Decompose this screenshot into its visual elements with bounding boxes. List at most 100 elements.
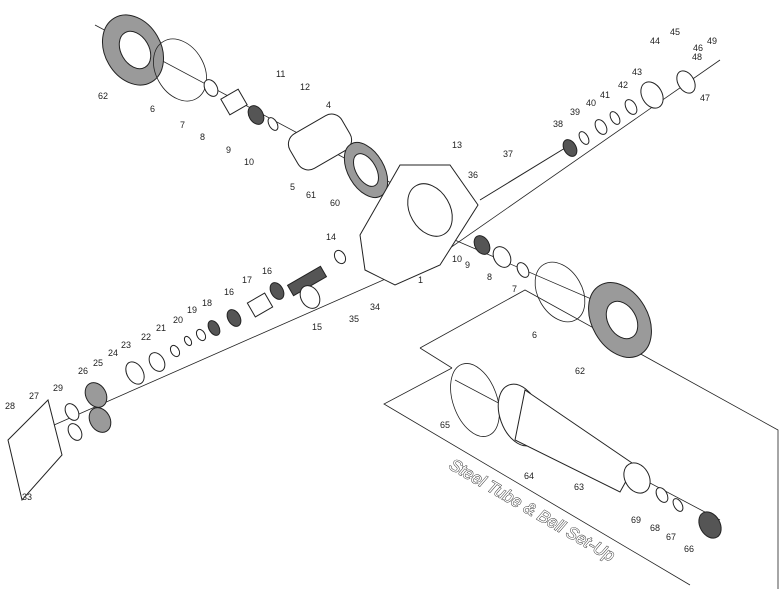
- callout-27: 27: [29, 391, 39, 401]
- callout-22: 22: [141, 332, 151, 342]
- callout-35: 35: [349, 314, 359, 324]
- flange-62-right: [588, 282, 652, 358]
- callout-37: 37: [503, 149, 513, 159]
- callout-16-2: 16: [224, 287, 234, 297]
- callout-9: 9: [226, 145, 231, 155]
- callout-36: 36: [468, 170, 478, 180]
- bearing-cone-9-upper: [247, 105, 265, 125]
- bearing-38: [562, 139, 578, 157]
- callout-62-2: 62: [575, 366, 585, 376]
- bearing-15: [299, 285, 321, 309]
- callout-42: 42: [618, 80, 628, 90]
- callout-7: 7: [180, 120, 185, 130]
- callout-39: 39: [570, 107, 580, 117]
- callout-13: 13: [452, 140, 462, 150]
- seal-21: [169, 344, 181, 358]
- seal-66: [698, 511, 722, 539]
- callout-1: 1: [418, 275, 423, 285]
- callout-47: 47: [700, 93, 710, 103]
- washer-10-upper: [267, 117, 279, 131]
- carrier-housing-1: [359, 164, 479, 286]
- flange-62-upper: [102, 14, 164, 86]
- axle-shaft-37: [479, 144, 571, 201]
- bearing-16-lower: [226, 309, 242, 327]
- callout-23: 23: [121, 340, 131, 350]
- ring-41: [609, 111, 621, 125]
- bearing-cup-8-right: [492, 246, 512, 268]
- ring-68: [655, 487, 669, 503]
- gear-26-upper: [84, 382, 108, 408]
- callout-46: 46: [693, 43, 703, 53]
- callout-28: 28: [5, 401, 15, 411]
- callout-26: 26: [78, 366, 88, 376]
- callout-49: 49: [707, 36, 717, 46]
- ring-19: [195, 328, 207, 342]
- callout-4: 4: [326, 100, 331, 110]
- callout-6: 6: [150, 104, 155, 114]
- callout-66: 66: [684, 544, 694, 554]
- yoke-43: [640, 81, 664, 109]
- gear-26-lower: [88, 407, 112, 433]
- gasket-65: [450, 363, 500, 437]
- callout-10: 10: [244, 157, 254, 167]
- callout-11: 11: [276, 69, 285, 79]
- callout-65: 65: [440, 420, 450, 430]
- bearing-22: [148, 352, 166, 372]
- flange-47: [676, 70, 696, 94]
- spacer-17: [246, 292, 274, 318]
- seal-7-right: [516, 262, 530, 278]
- callout-17: 17: [242, 275, 252, 285]
- ring-40: [594, 119, 608, 135]
- callout-60: 60: [330, 198, 340, 208]
- callout-40: 40: [586, 98, 596, 108]
- callout-9-2: 9: [465, 260, 470, 270]
- callout-15: 15: [312, 322, 322, 332]
- seal-42: [624, 99, 638, 115]
- seal-7-upper: [203, 79, 219, 97]
- cover-28: [7, 399, 63, 502]
- bearing-29: [64, 403, 83, 441]
- plate-23: [125, 361, 145, 385]
- callout-7-2: 7: [512, 284, 517, 294]
- bearing-9-right: [473, 235, 491, 255]
- callout-8: 8: [200, 132, 205, 142]
- callout-labels: 1456677889910101112131415161617181920212…: [5, 27, 717, 554]
- callout-62: 62: [98, 91, 108, 101]
- callout-44: 44: [650, 36, 660, 46]
- callout-61: 61: [306, 190, 316, 200]
- callout-16: 16: [262, 266, 272, 276]
- callout-24: 24: [108, 348, 118, 358]
- callout-8-2: 8: [487, 272, 492, 282]
- bearing-16-upper: [269, 282, 285, 300]
- callout-69: 69: [631, 515, 641, 525]
- callout-25: 25: [93, 358, 103, 368]
- callout-33: 33: [22, 492, 32, 502]
- callout-20: 20: [173, 315, 183, 325]
- ring-67: [672, 498, 684, 512]
- callout-43: 43: [632, 67, 642, 77]
- callout-10-2: 10: [452, 254, 462, 264]
- callout-34: 34: [370, 302, 380, 312]
- callout-48: 48: [692, 52, 702, 62]
- callout-5: 5: [290, 182, 295, 192]
- bearing-cup-8-upper: [220, 88, 248, 116]
- callout-21: 21: [156, 323, 166, 333]
- gasket-6-upper: [153, 38, 207, 102]
- callout-6-2: 6: [532, 330, 537, 340]
- callout-45: 45: [670, 27, 680, 37]
- callout-63: 63: [574, 482, 584, 492]
- callout-41: 41: [600, 90, 610, 100]
- callout-18: 18: [202, 298, 212, 308]
- gasket-6-right: [534, 261, 586, 323]
- callout-68: 68: [650, 523, 660, 533]
- tube-63: [497, 383, 636, 493]
- steel-tube-inset-frame: [383, 289, 779, 589]
- callout-64: 64: [524, 471, 534, 481]
- callout-29: 29: [53, 383, 63, 393]
- differential-case-4: [287, 113, 389, 198]
- callout-38: 38: [553, 119, 563, 129]
- callout-14: 14: [326, 232, 336, 242]
- bearing-18: [207, 320, 221, 336]
